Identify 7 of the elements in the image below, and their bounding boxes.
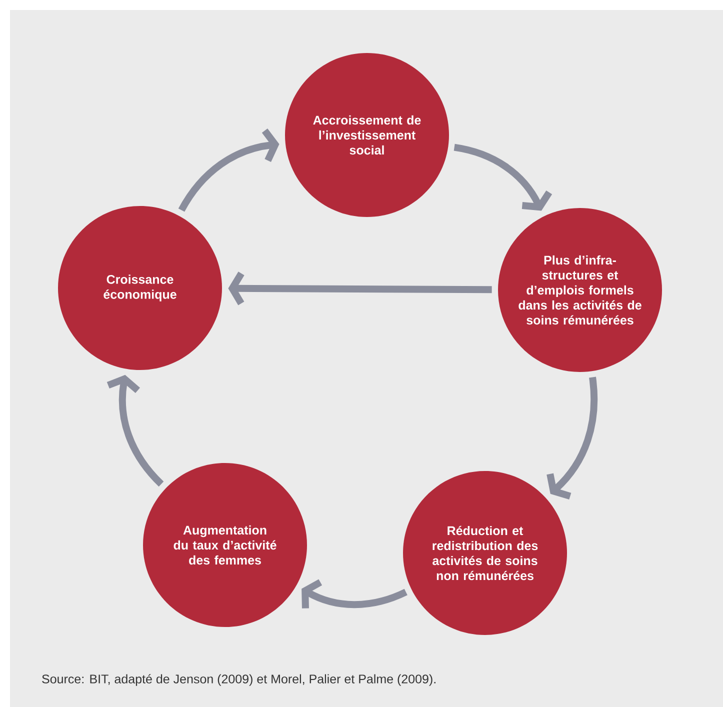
arrow (302, 579, 408, 608)
arrow (546, 376, 598, 500)
arrow (178, 128, 280, 212)
arrow (454, 144, 552, 211)
arrow (106, 374, 164, 487)
caption: Source: BIT, adapté de Jenson (2009) et Morel, Palier et Palme (2009). (42, 674, 436, 686)
arrow (228, 272, 492, 306)
